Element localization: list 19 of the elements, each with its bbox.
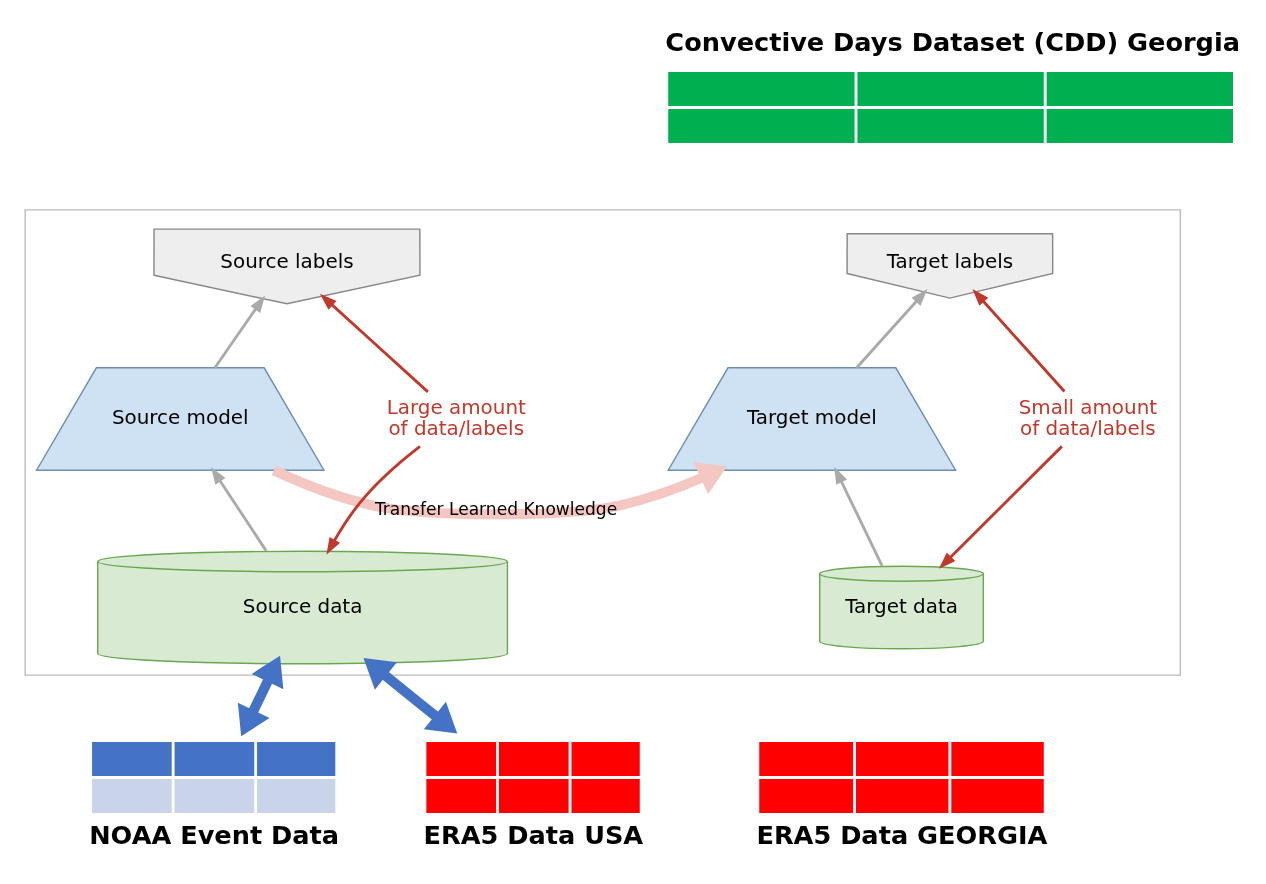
arrow: [213, 294, 266, 369]
edge-label: Transfer Learned Knowledge: [374, 498, 618, 519]
node-label: NOAA Event Data: [89, 819, 340, 850]
arrow: [319, 293, 429, 393]
node-label: ERA5 Data GEORGIA: [756, 819, 1048, 850]
node-label: Convective Days Dataset (CDD) Georgia: [665, 26, 1240, 57]
arrow: [972, 288, 1066, 392]
arrow: [834, 466, 884, 566]
cluster: [24, 208, 1182, 676]
arrow: [271, 461, 727, 519]
node-text: Large amount of data/labels: [386, 395, 526, 440]
arrow: [237, 655, 284, 736]
arrow: [938, 444, 1063, 569]
arrow: [363, 657, 458, 734]
arrow: [210, 466, 268, 552]
arrow: [855, 288, 928, 369]
arrow: [326, 444, 421, 555]
node-label: ERA5 Data USA: [423, 819, 644, 850]
node-text: Small amount of data/labels: [1018, 395, 1158, 440]
